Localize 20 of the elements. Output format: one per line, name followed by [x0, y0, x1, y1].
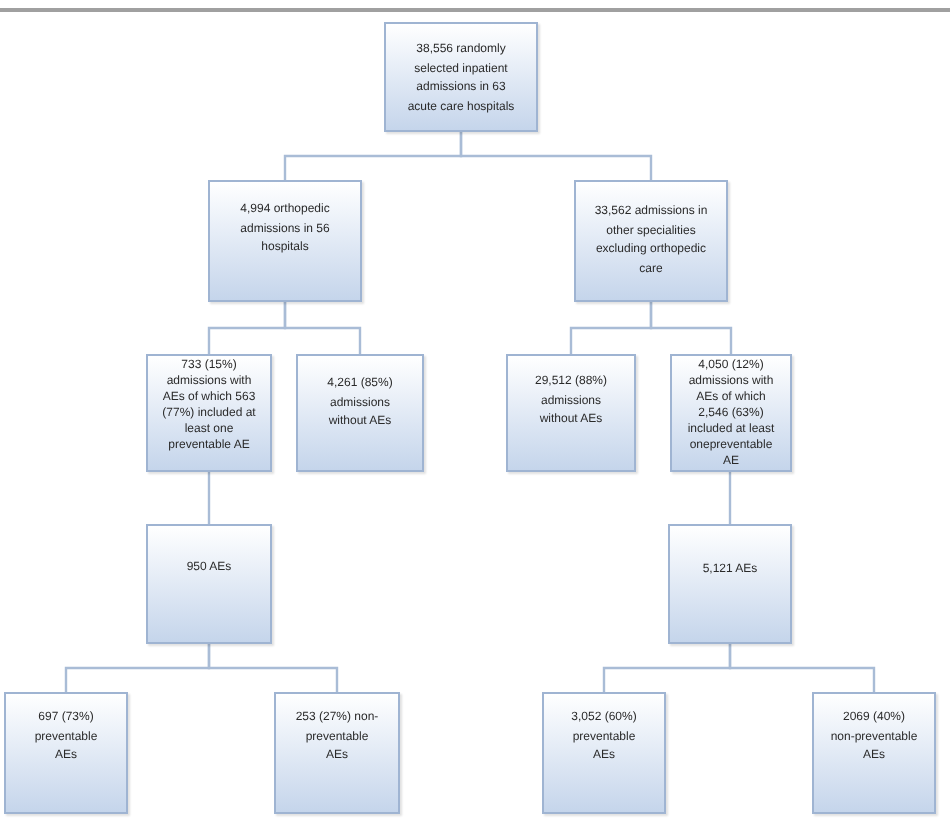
process-box	[670, 354, 792, 472]
connector-line	[649, 302, 733, 354]
process-box	[668, 524, 792, 644]
process-box	[208, 180, 362, 302]
process-box	[4, 692, 128, 814]
process-box	[274, 692, 400, 814]
connector-line	[207, 472, 211, 524]
connector-line	[207, 644, 339, 692]
process-box	[506, 354, 636, 472]
process-box	[574, 180, 728, 302]
process-box	[384, 22, 538, 132]
process-box	[146, 524, 272, 644]
process-box	[812, 692, 936, 814]
process-box	[542, 692, 666, 814]
connector-line	[283, 302, 362, 354]
connector-line	[728, 644, 876, 692]
process-box	[296, 354, 424, 472]
connector-line	[728, 472, 732, 524]
process-box	[146, 354, 272, 472]
connector-line	[459, 132, 653, 180]
